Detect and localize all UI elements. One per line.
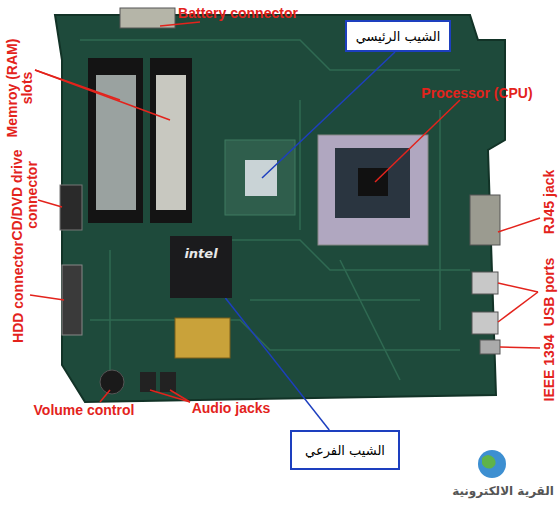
callout-box: الشيب الرئيسي xyxy=(345,20,451,52)
node-text: الشيب الرئيسي xyxy=(356,29,441,44)
northbridge-package xyxy=(225,140,295,215)
usb-port xyxy=(472,312,498,334)
callout-box: الشيب الفرعي xyxy=(290,430,400,470)
part-label: USB ports xyxy=(542,247,557,337)
watermark-globe xyxy=(478,450,506,478)
dvd-connector xyxy=(60,185,82,230)
part-label: Volume control xyxy=(9,403,159,418)
node-text: الشيب الفرعي xyxy=(305,443,385,458)
ieee1394-port xyxy=(480,340,500,354)
cpu-die xyxy=(358,168,388,196)
node-text: intel xyxy=(184,246,217,261)
part-label: RJ45 jack xyxy=(542,157,557,247)
part-label: Battery connector xyxy=(153,6,323,21)
ram-slot xyxy=(150,58,192,223)
card-reader xyxy=(175,318,230,358)
usb-port xyxy=(472,272,498,294)
cpu-socket xyxy=(318,135,428,245)
audio-jack xyxy=(160,372,176,392)
part-label: CD/DVD drive connector xyxy=(10,140,40,250)
volume-knob xyxy=(100,370,124,394)
ram-slot xyxy=(88,58,143,223)
part-label: Audio jacks xyxy=(176,401,286,416)
leader-line xyxy=(262,52,395,178)
watermark: القرية الالكترونية xyxy=(443,484,560,499)
audio-jack xyxy=(140,372,156,392)
rj45-jack xyxy=(470,195,500,245)
hdd-connector xyxy=(62,265,82,335)
part-label: HDD connector xyxy=(11,232,26,352)
traces xyxy=(80,40,470,380)
pcb xyxy=(55,15,505,402)
northbridge-die xyxy=(245,160,277,196)
southbridge-chip: intel xyxy=(170,236,232,298)
part-label: Memroy (RAM) slots xyxy=(5,32,35,144)
ram-module xyxy=(156,75,186,210)
part-label: IEEE 1394 xyxy=(542,323,557,413)
leader-lines xyxy=(30,22,540,402)
part-label: Processor (CPU) xyxy=(407,86,547,101)
